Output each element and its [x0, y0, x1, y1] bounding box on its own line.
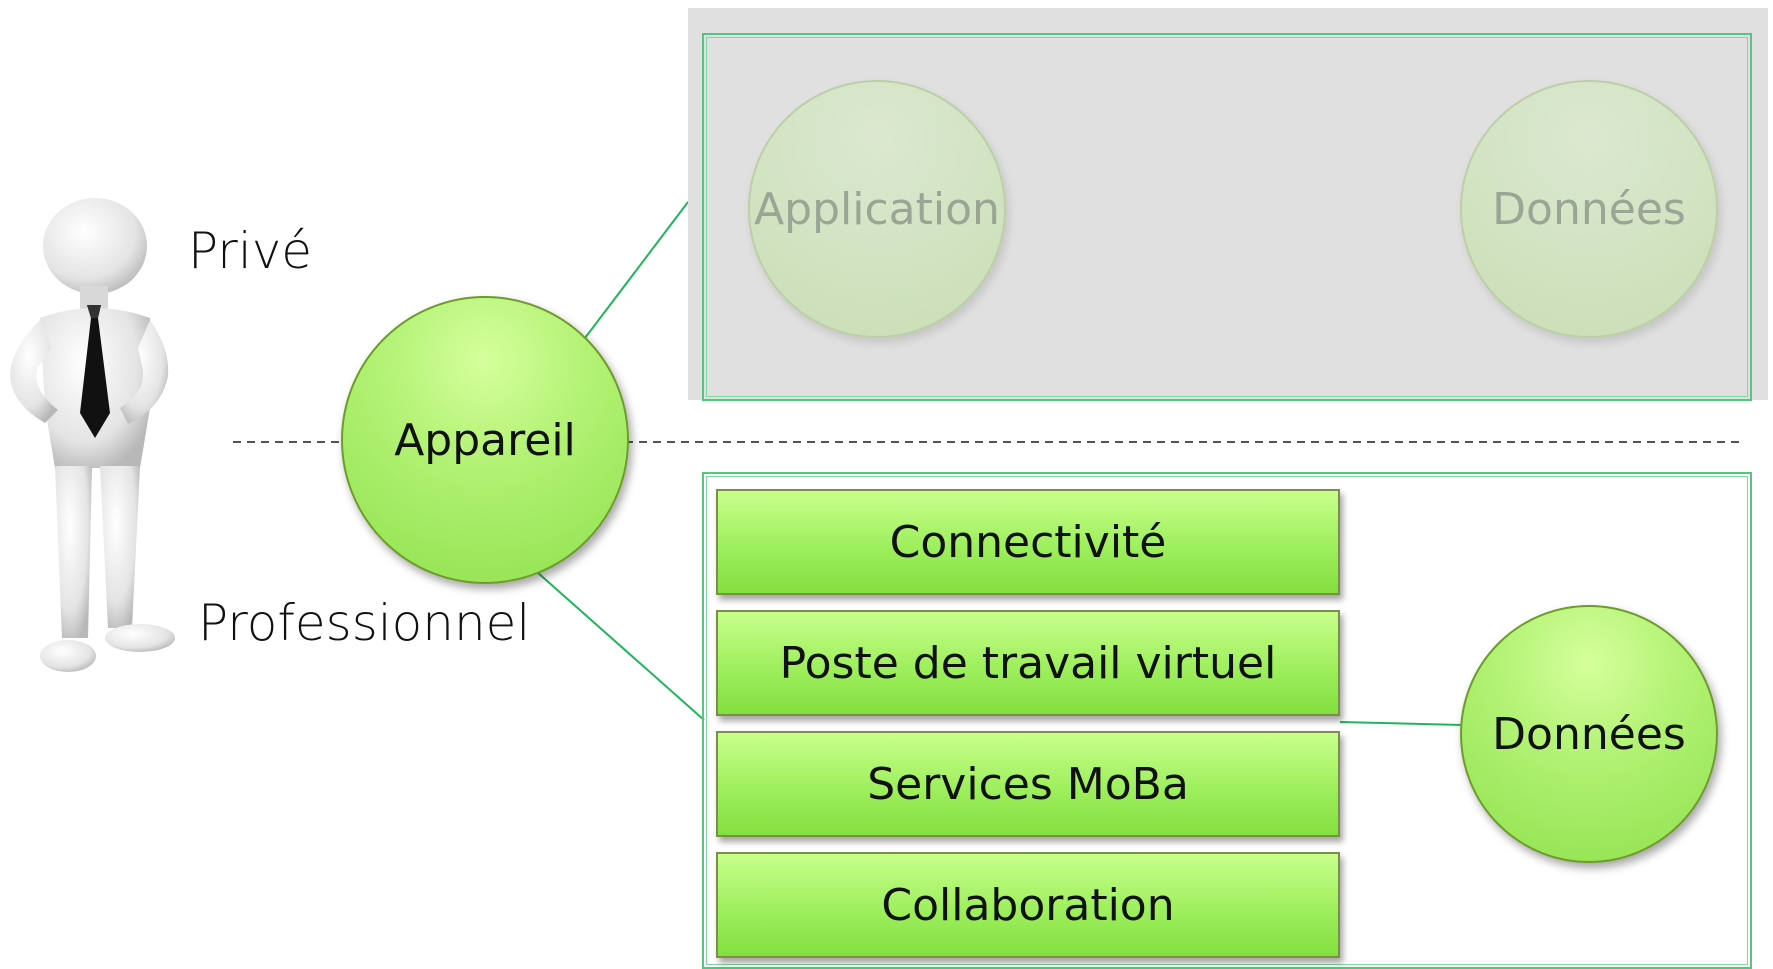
professional-zone-frame — [702, 472, 1752, 969]
private-data-node: Données — [1460, 80, 1718, 338]
device-to-private-line — [584, 201, 689, 339]
professional-data-node: Données — [1460, 605, 1718, 863]
services-to-data-line — [1339, 721, 1463, 726]
service-box-connectivity: Connectivité — [716, 489, 1340, 595]
service-box-collaboration: Collaboration — [716, 852, 1340, 958]
private-label: Privé — [188, 222, 313, 280]
person-with-tie-icon — [0, 198, 175, 683]
application-node: Application — [748, 80, 1006, 338]
service-box-moba-services: Services MoBa — [716, 731, 1340, 837]
device-node: Appareil — [341, 296, 629, 584]
device-to-professional-line — [536, 571, 705, 721]
professional-label: Professionnel — [198, 594, 531, 652]
service-box-virtual-workstation: Poste de travail virtuel — [716, 610, 1340, 716]
private-zone-frame — [702, 33, 1752, 401]
